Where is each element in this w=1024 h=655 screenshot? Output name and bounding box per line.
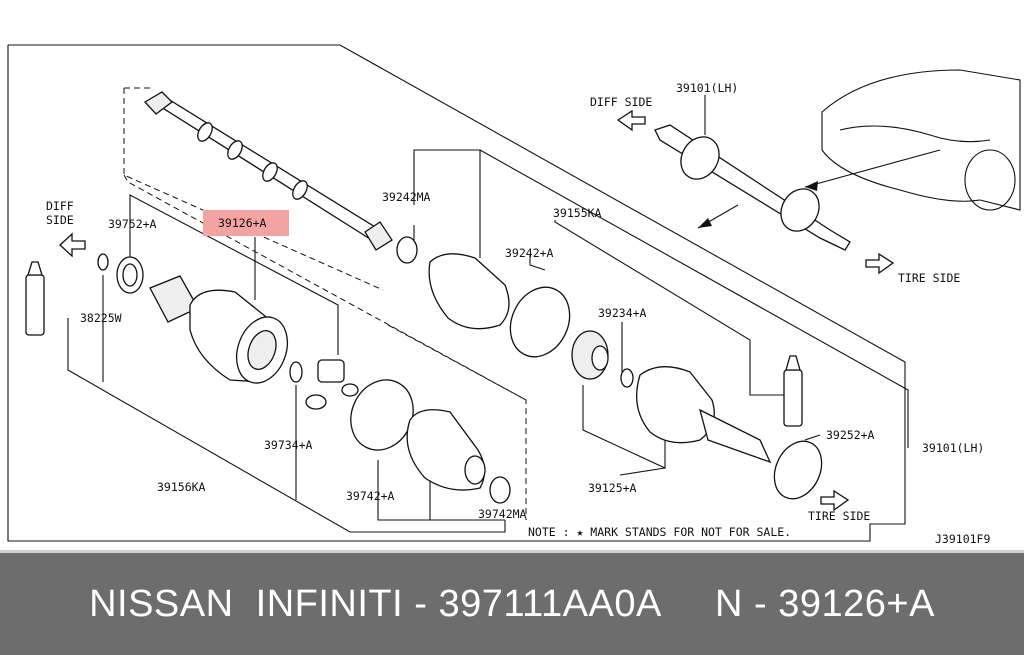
label-39101-lh-right: 39101(LH) (922, 441, 984, 455)
snap-ring-part-39234 (620, 368, 634, 388)
bearing-race-part (571, 330, 609, 380)
label-39742ma: 39742MA (478, 507, 527, 521)
label-diff-side-left-2: SIDE (46, 213, 74, 227)
small-band-part-39742ma (489, 476, 511, 504)
label-39734a: 39734+A (264, 438, 313, 452)
label-tire-side-top: TIRE SIDE (898, 271, 960, 285)
label-38225w: 38225W (80, 311, 122, 325)
footer-separator (0, 550, 1024, 553)
exploded-parts-diagram: DIFF SIDE DIFF SIDE TIRE SIDE TIRE SIDE … (7, 44, 1021, 546)
highlight-box-39126 (203, 210, 289, 236)
label-39101-lh-top: 39101(LH) (676, 81, 738, 95)
label-39125a: 39125+A (588, 481, 637, 495)
label-39752a: 39752+A (108, 217, 157, 231)
drive-shaft-part (143, 91, 393, 251)
label-39156ka: 39156KA (157, 480, 206, 494)
note-text: NOTE : ★ MARK STANDS FOR NOT FOR SALE. (528, 525, 791, 539)
snap-ring-part-39734 (289, 361, 303, 383)
label-diff-side-left-1: DIFF (46, 199, 74, 213)
small-band-part-39242ma (396, 236, 418, 264)
part-number-caption: NISSAN INFINITI - 397111AA0A N - 39126+A (0, 553, 1024, 655)
shaft-end-part-right (783, 355, 803, 427)
label-39242ma: 39242MA (382, 190, 431, 204)
label-39742a: 39742+A (346, 489, 395, 503)
label-39252a: 39252+A (826, 428, 875, 442)
snap-ring-part (97, 253, 109, 271)
inner-boot-part (406, 409, 486, 491)
seal-part-39252 (773, 440, 823, 500)
boot-band-part-39242 (509, 286, 571, 358)
arrow-diff-side-left (59, 232, 86, 258)
outer-boot-part (428, 253, 510, 330)
joint-housing-part-39126 (149, 275, 289, 384)
leader-39156ka (67, 318, 506, 533)
overview-shaft (654, 124, 851, 251)
label-diff-side-top: DIFF SIDE (590, 95, 652, 109)
label-39234a: 39234+A (598, 306, 647, 320)
label-39155ka: 39155KA (553, 206, 602, 220)
outer-joint-part-39125 (636, 366, 772, 464)
figure-code: J39101F9 (935, 532, 990, 546)
arrow-tire-side-top (865, 252, 895, 275)
car-outline (821, 69, 1021, 211)
arrow-tire-side-bottom (820, 489, 850, 512)
label-39242a: 39242+A (505, 246, 554, 260)
arrow-diff-side-top (616, 109, 646, 132)
spider-part (305, 359, 359, 410)
label-39126a: 39126+A (218, 216, 267, 230)
assembly-boundary-joint (123, 174, 527, 520)
shaft-end-part-38225w (25, 261, 45, 336)
diagram-frame (7, 44, 906, 542)
assembly-boundary-shaft (123, 88, 384, 291)
label-tire-side-bottom: TIRE SIDE (808, 509, 870, 523)
